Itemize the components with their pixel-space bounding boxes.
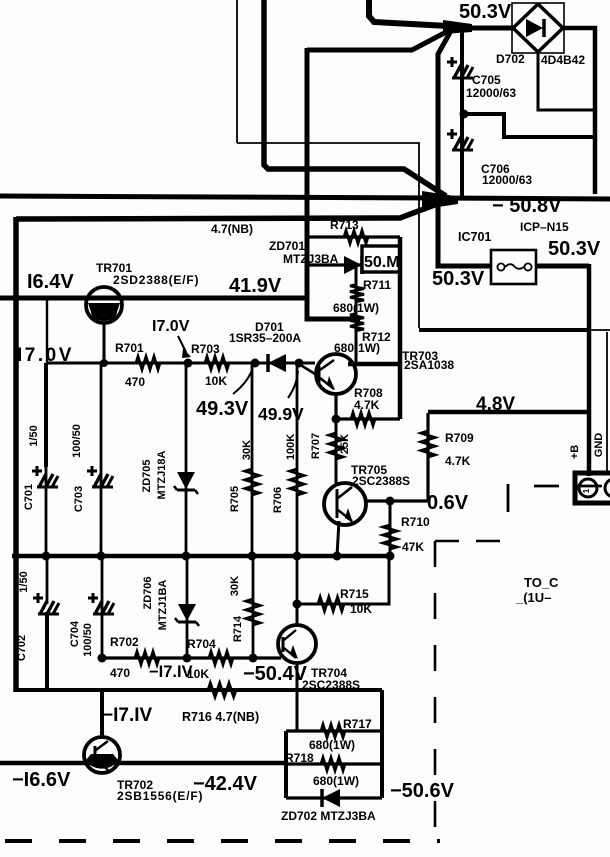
svg-text:D702: D702 xyxy=(496,52,525,66)
svg-text:_(1U–: _(1U– xyxy=(515,590,551,605)
svg-text:C705: C705 xyxy=(472,73,501,87)
svg-text:TR703: TR703 xyxy=(402,349,438,363)
svg-text:47K: 47K xyxy=(402,540,424,554)
svg-text:680(1W): 680(1W) xyxy=(333,301,379,315)
svg-text:R706: R706 xyxy=(272,487,284,513)
svg-text:R718: R718 xyxy=(285,751,314,765)
svg-text:R715: R715 xyxy=(340,587,369,601)
svg-text:50.3V: 50.3V xyxy=(548,238,601,260)
svg-text:I7.0V: I7.0V xyxy=(152,318,190,335)
svg-text:2SC2388S: 2SC2388S xyxy=(352,474,410,488)
svg-text:1/50: 1/50 xyxy=(28,425,40,446)
svg-text:R704: R704 xyxy=(187,637,216,651)
svg-text:C706: C706 xyxy=(481,162,510,176)
svg-text:R717: R717 xyxy=(343,717,372,731)
svg-text:− 50.8V: − 50.8V xyxy=(492,195,562,217)
svg-text:R711: R711 xyxy=(363,278,391,292)
svg-text:TR701: TR701 xyxy=(96,261,132,275)
svg-text:4D4B42: 4D4B42 xyxy=(541,53,585,67)
svg-text:10K: 10K xyxy=(350,602,372,616)
svg-text:30K: 30K xyxy=(229,576,241,596)
svg-text:TO_C: TO_C xyxy=(524,575,559,590)
svg-text:MTZJ18A: MTZJ18A xyxy=(156,450,168,499)
svg-text:680(1W): 680(1W) xyxy=(313,774,359,788)
svg-text:C704: C704 xyxy=(69,620,81,647)
svg-text:10K: 10K xyxy=(205,374,227,388)
svg-text:2SD2388(E/F): 2SD2388(E/F) xyxy=(113,273,199,287)
svg-text:−50.4V: −50.4V xyxy=(243,663,308,685)
svg-text:50.3V: 50.3V xyxy=(459,1,512,23)
svg-text:R705: R705 xyxy=(229,486,241,512)
svg-text:GND: GND xyxy=(593,433,605,458)
svg-text:470: 470 xyxy=(125,375,145,389)
svg-text:4.8V: 4.8V xyxy=(476,394,515,415)
svg-text:1: 1 xyxy=(582,488,591,493)
svg-text:25K: 25K xyxy=(339,434,351,454)
svg-text:470: 470 xyxy=(110,666,130,680)
svg-text:R701: R701 xyxy=(115,341,144,355)
svg-text:680(1W): 680(1W) xyxy=(334,341,380,355)
svg-text:30K: 30K xyxy=(241,440,253,460)
svg-text:−I6.6V: −I6.6V xyxy=(12,769,71,791)
svg-text:TR704: TR704 xyxy=(311,666,347,680)
svg-text:C701: C701 xyxy=(23,484,35,510)
svg-text:MTZJ1BA: MTZJ1BA xyxy=(157,580,169,631)
svg-text:D701: D701 xyxy=(255,320,284,334)
svg-text:ZD706: ZD706 xyxy=(142,576,154,609)
svg-text:−I7.IV: −I7.IV xyxy=(102,705,152,726)
svg-text:680(1W): 680(1W) xyxy=(309,738,355,752)
svg-text:12000/63: 12000/63 xyxy=(482,173,532,187)
svg-text:12000/63: 12000/63 xyxy=(466,86,516,100)
svg-text:C702: C702 xyxy=(16,635,28,661)
svg-text:100/50: 100/50 xyxy=(82,623,94,657)
svg-text:2SB1556(E/F): 2SB1556(E/F) xyxy=(117,789,203,803)
svg-text:IC701: IC701 xyxy=(458,230,491,244)
svg-text:MTZJ3BA: MTZJ3BA xyxy=(283,252,339,266)
svg-text:ICP–N15: ICP–N15 xyxy=(520,220,569,234)
svg-text:I6.4V: I6.4V xyxy=(27,271,74,293)
svg-text:+B: +B xyxy=(569,445,581,459)
svg-text:2SA1038: 2SA1038 xyxy=(404,358,454,372)
svg-text:100/50: 100/50 xyxy=(71,424,83,458)
svg-text:41.9V: 41.9V xyxy=(229,275,282,297)
svg-text:R716 4.7(NB): R716 4.7(NB) xyxy=(182,710,259,724)
svg-text:4.7(NB): 4.7(NB) xyxy=(211,222,253,236)
svg-text:4.7K: 4.7K xyxy=(445,454,471,468)
svg-text:−50.6V: −50.6V xyxy=(390,780,455,802)
svg-text:49.9V: 49.9V xyxy=(258,404,304,424)
svg-text:R703: R703 xyxy=(191,342,220,356)
svg-text:10K: 10K xyxy=(187,667,209,681)
svg-text:C703: C703 xyxy=(73,486,85,512)
svg-text:R708: R708 xyxy=(354,386,383,400)
svg-text:ZD701: ZD701 xyxy=(269,239,305,253)
svg-text:ZD702 MTZJ3BA: ZD702 MTZJ3BA xyxy=(281,809,376,823)
svg-text:1SR35–200A: 1SR35–200A xyxy=(229,331,301,345)
svg-text:R712: R712 xyxy=(362,330,391,344)
svg-text:TR702: TR702 xyxy=(117,778,153,792)
svg-text:−42.4V: −42.4V xyxy=(193,773,258,795)
svg-text:R709: R709 xyxy=(445,431,474,445)
svg-text:4.7K: 4.7K xyxy=(354,398,380,412)
svg-text:50.3V: 50.3V xyxy=(432,268,485,290)
svg-text:R713: R713 xyxy=(330,218,359,232)
svg-text:1/50: 1/50 xyxy=(18,571,30,592)
svg-text:−I7.IV: −I7.IV xyxy=(149,663,193,681)
svg-text:49.3V: 49.3V xyxy=(196,398,249,420)
svg-text:100K: 100K xyxy=(285,434,297,460)
svg-text:ZD705: ZD705 xyxy=(141,459,153,492)
svg-text:50.M: 50.M xyxy=(364,254,400,271)
svg-text:R714: R714 xyxy=(232,615,244,642)
svg-text:R710: R710 xyxy=(401,515,430,529)
svg-text:I7.0V: I7.0V xyxy=(17,345,74,366)
svg-text:TR705: TR705 xyxy=(351,463,387,477)
svg-text:R707: R707 xyxy=(310,433,322,459)
svg-text:R702: R702 xyxy=(110,635,139,649)
svg-text:0.6V: 0.6V xyxy=(427,492,469,514)
